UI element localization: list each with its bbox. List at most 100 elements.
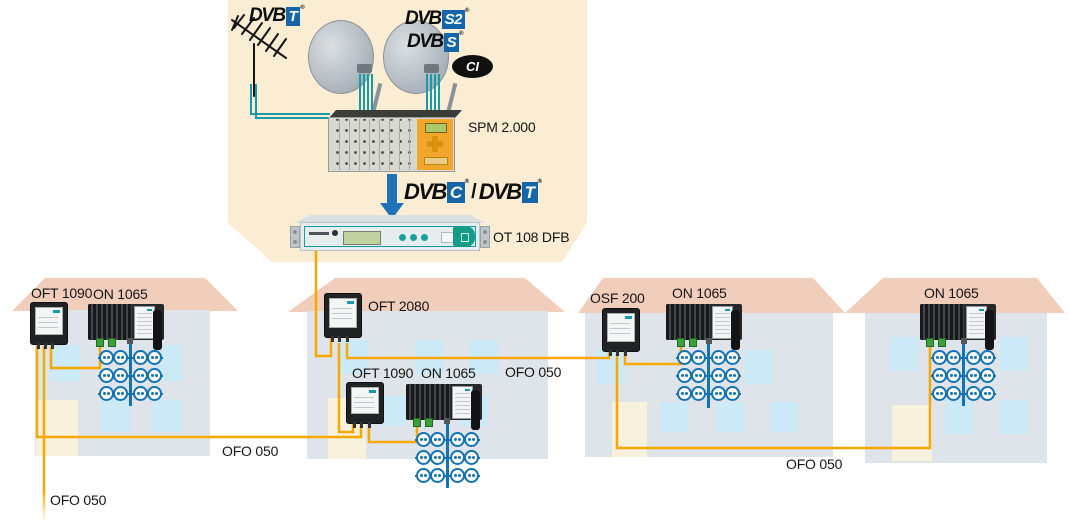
on1065-connector-cylinder — [731, 310, 740, 350]
brand-logo-icon — [309, 230, 338, 236]
on1065-house3-label: ON 1065 — [672, 285, 727, 301]
tv-outlet-icon — [430, 450, 445, 465]
tv-outlet-icon — [450, 468, 465, 483]
outlet-row-line — [415, 456, 480, 459]
window-icon — [660, 402, 688, 432]
ofo050-label-house1-house2: OFO 050 — [222, 443, 279, 459]
oft1090-house1-label: OFT 1090 — [31, 285, 93, 301]
tv-outlet-icon — [430, 432, 445, 447]
tv-outlet-icon — [711, 386, 726, 401]
fiber-port — [624, 350, 627, 356]
fiber-port — [331, 336, 334, 342]
tv-outlet-icon — [464, 468, 479, 483]
fiber-ot-to-oft2080 — [314, 250, 333, 358]
on1065-connector-cylinder — [471, 390, 480, 430]
outlet-row — [931, 386, 996, 401]
spm-display — [425, 123, 447, 133]
ofo050-label-house3-house4: OFO 050 — [786, 456, 843, 472]
tv-outlet-icon — [946, 368, 961, 383]
tv-outlet-icon — [966, 350, 981, 365]
ot108-lcd — [343, 231, 381, 245]
door — [892, 405, 932, 461]
tv-outlet-icon — [133, 350, 148, 365]
fiber-port — [37, 343, 40, 349]
tv-outlet-icon — [932, 386, 947, 401]
outlet-row-line — [415, 474, 480, 477]
oft1090-faceplate — [351, 387, 379, 414]
fiber-port — [346, 336, 349, 342]
outlet-grid-house4 — [931, 350, 996, 404]
spm-name-tag — [424, 157, 448, 165]
tv-outlet-icon — [691, 368, 706, 383]
outlet-row — [931, 368, 996, 383]
on1065-house4-label: ON 1065 — [924, 285, 979, 301]
fiber-house1-to-house2 — [35, 346, 363, 439]
tv-outlet-icon — [946, 350, 961, 365]
outlet-row — [676, 350, 741, 365]
fiber-output-port — [425, 418, 433, 427]
spm-control-panel — [417, 119, 453, 170]
outlet-grid-house1 — [98, 350, 163, 404]
downlink-arrow-icon — [380, 174, 404, 219]
fiber-port — [368, 422, 371, 428]
on1065-connector-cylinder — [153, 310, 162, 350]
outlet-grid-house2 — [415, 432, 480, 486]
tv-outlet-icon — [932, 368, 947, 383]
on1065-house1-label: ON 1065 — [93, 286, 148, 302]
tv-outlet-icon — [677, 386, 692, 401]
outlet-row — [676, 368, 741, 383]
on1065-connector-cylinder — [985, 310, 994, 350]
ot108-buttons — [399, 234, 406, 241]
on1065-unit-house3 — [666, 304, 742, 350]
tv-outlet-icon — [113, 386, 128, 401]
window-icon — [1000, 337, 1028, 371]
outlet-grid-house3 — [676, 350, 741, 404]
ot108-unit — [300, 222, 480, 251]
outlet-row-line — [931, 392, 996, 395]
fiber-port — [44, 343, 47, 349]
window-icon — [945, 400, 973, 434]
fiber-port — [353, 422, 356, 428]
coax-output-port — [127, 338, 133, 344]
fiber-oft1090-to-on1065-house2 — [367, 420, 419, 444]
fiber-output-port — [938, 338, 946, 347]
ot108-top-face — [294, 215, 486, 223]
tv-outlet-icon — [99, 386, 114, 401]
oft1090-unit-house1 — [30, 302, 68, 349]
coax-antenna-feed — [255, 84, 330, 119]
ot108-end-cap — [453, 226, 475, 247]
on1065-faceplate — [966, 306, 987, 339]
on1065-unit-house2 — [406, 384, 482, 430]
fiber-oft1090-to-on1065-house1 — [49, 342, 102, 370]
spm-2000-label: SPM 2.000 — [468, 119, 536, 135]
fiber-port — [338, 336, 341, 342]
tv-outlet-icon — [677, 350, 692, 365]
outlet-row-line — [931, 374, 996, 377]
tv-outlet-icon — [980, 386, 995, 401]
outlet-row-line — [676, 392, 741, 395]
tv-outlet-icon — [980, 350, 995, 365]
spm-module-slots — [330, 119, 416, 170]
tv-outlet-icon — [980, 368, 995, 383]
tv-outlet-icon — [133, 368, 148, 383]
fiber-oft2080-to-osf200 — [345, 343, 611, 360]
fiber-input-port — [926, 338, 934, 347]
ot108-front-panel — [304, 226, 476, 247]
lnb-icon — [424, 64, 439, 73]
ofo050-label-house1-drop: OFO 050 — [50, 492, 107, 508]
tv-outlet-icon — [147, 350, 162, 365]
tv-outlet-icon — [691, 386, 706, 401]
on1065-faceplate — [712, 306, 733, 339]
tv-outlet-icon — [430, 468, 445, 483]
spm-keypad-icon — [427, 136, 443, 152]
fiber-house3-to-house4 — [615, 342, 932, 450]
window-icon — [1000, 400, 1028, 434]
window-icon — [716, 402, 744, 432]
on1065-heatsink — [920, 304, 964, 340]
window-icon — [100, 400, 130, 432]
fiber-port — [609, 350, 612, 356]
coax-output-port — [444, 418, 450, 424]
outlet-row — [98, 386, 163, 401]
oft2080-house2-label: OFT 2080 — [368, 298, 430, 314]
